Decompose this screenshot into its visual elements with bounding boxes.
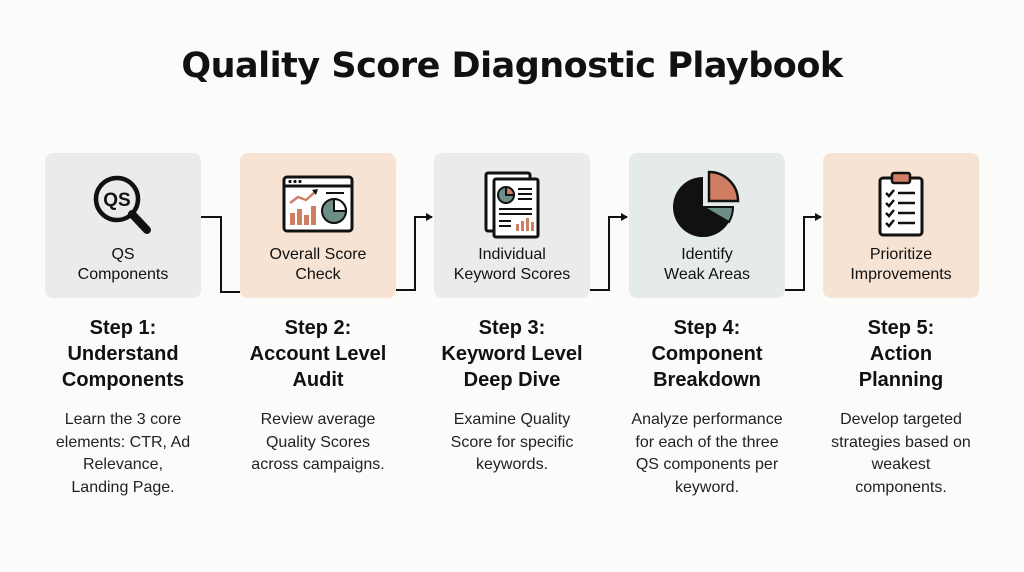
step-3-description: Examine Quality Score for specific keywo…: [450, 411, 574, 473]
step-2-card: Overall Score Check: [240, 153, 396, 298]
step-4-card-label: Identify Weak Areas: [664, 246, 750, 283]
step-4-card: Identify Weak Areas: [629, 153, 785, 298]
step-5-card-label: Prioritize Improvements: [850, 246, 952, 283]
dashboard-chart-icon: [278, 169, 358, 239]
pie-chart-icon: [667, 169, 747, 239]
step-5-description: Develop targeted strategies based on wea…: [831, 411, 971, 496]
checklist-clipboard-icon: [861, 169, 941, 239]
step-1-description: Learn the 3 core elements: CTR, Ad Relev…: [55, 411, 191, 496]
step-2-card-label: Overall Score Check: [269, 246, 367, 283]
step-2-description: Review average Quality Scores across cam…: [251, 411, 385, 473]
step-4-description: Analyze performance for each of the thre…: [631, 411, 783, 496]
step-2-title: Step 2: Account Level Audit: [249, 317, 387, 391]
magnifier-qs-icon: QS: [83, 169, 163, 239]
step-5-title: Step 5: Action Planning: [858, 317, 944, 391]
step-4-title: Step 4: Component Breakdown: [651, 317, 763, 391]
step-3-card: Individual Keyword Scores: [434, 153, 590, 298]
step-3-card-label: Individual Keyword Scores: [453, 246, 571, 283]
step-1-card-label: QS Components: [77, 246, 169, 283]
step-1-card: QS QS Components: [45, 153, 201, 298]
step-5-card: Prioritize Improvements: [823, 153, 979, 298]
step-1-title: Step 1: Understand Components: [61, 317, 185, 391]
step-3-title: Step 3: Keyword Level Deep Dive: [441, 317, 583, 391]
connector-2-3: [396, 213, 433, 291]
svg-text:QS: QS: [103, 190, 130, 211]
connector-1-2: [201, 216, 240, 293]
connector-4-5: [785, 213, 822, 291]
report-document-icon: [472, 169, 552, 239]
page-title: Quality Score Diagnostic Playbook: [181, 46, 843, 86]
connector-3-4: [590, 213, 628, 291]
